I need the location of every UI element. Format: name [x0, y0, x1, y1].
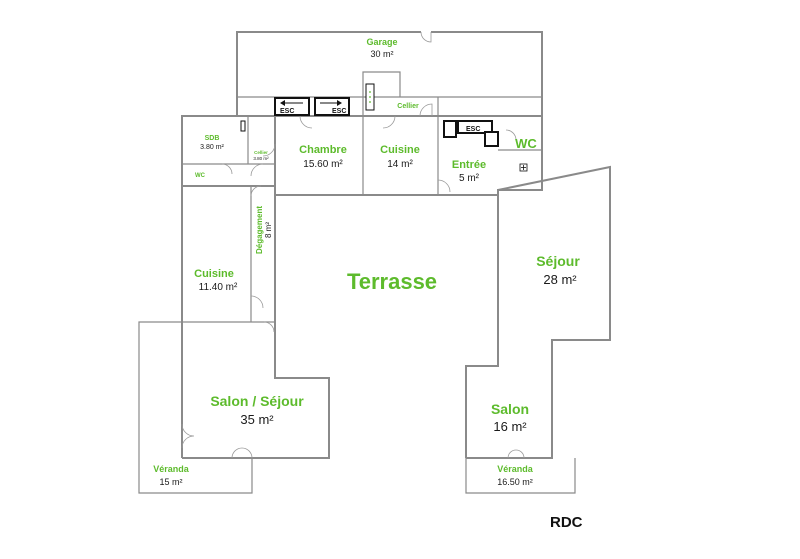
entree-area: 5 m² [459, 173, 480, 184]
stair-right-label: ESC [332, 108, 346, 115]
cellier-top-name: Cellier [397, 103, 419, 110]
stair-entree-1 [443, 120, 457, 138]
walls [138, 31, 611, 494]
veranda-left-area: 15 m² [159, 477, 182, 487]
stair-entree-label: ESC [466, 126, 480, 133]
arrow-left-icon [280, 100, 303, 106]
terrasse-name: Terrasse [347, 269, 437, 294]
degagement-name: Dégagement [255, 206, 264, 254]
salon-name: Salon [491, 401, 529, 417]
doors [181, 30, 525, 459]
stair-entree-3 [484, 131, 499, 147]
chambre-area: 15.60 m² [303, 159, 343, 170]
cuisine-top-area: 14 m² [387, 159, 413, 170]
salon-sejour-name: Salon / Séjour [210, 393, 304, 409]
cuisine-left-name: Cuisine [194, 268, 234, 280]
arrow-right-icon [320, 100, 342, 106]
sejour-area: 28 m² [543, 272, 577, 287]
salon-area: 16 m² [493, 419, 527, 434]
chambre-name: Chambre [299, 144, 347, 156]
garage-name: Garage [366, 37, 397, 47]
stair-entree-2 [457, 120, 493, 134]
veranda-right-name: Véranda [497, 464, 534, 474]
stair-left-label: ESC [280, 108, 294, 115]
room-labels: Garage 30 m² Cellier SDB 3.80 m² Cellier… [153, 37, 580, 487]
sdb-area: 3.80 m² [200, 144, 224, 151]
level-label: RDC [550, 514, 583, 531]
veranda-right-area: 16.50 m² [497, 477, 533, 487]
salon-sejour-area: 35 m² [240, 412, 274, 427]
cellier-small-area: 3.80 m² [253, 156, 269, 161]
wc-big-name: WC [515, 136, 537, 151]
garage-area: 30 m² [370, 49, 393, 59]
cuisine-top-name: Cuisine [380, 144, 420, 156]
wc-small-name: WC [195, 173, 206, 179]
cellier-small-name: Cellier [254, 150, 268, 155]
stairs: ESC ESC ESC [240, 83, 499, 147]
electrical-outlet-icon [519, 163, 528, 172]
veranda-left-name: Véranda [153, 464, 190, 474]
cuisine-left-area: 11.40 m² [199, 282, 238, 293]
degagement-area: 8 m² [264, 222, 273, 238]
entree-name: Entrée [452, 159, 486, 171]
sdb-name: SDB [205, 135, 220, 142]
sejour-name: Séjour [536, 253, 580, 269]
